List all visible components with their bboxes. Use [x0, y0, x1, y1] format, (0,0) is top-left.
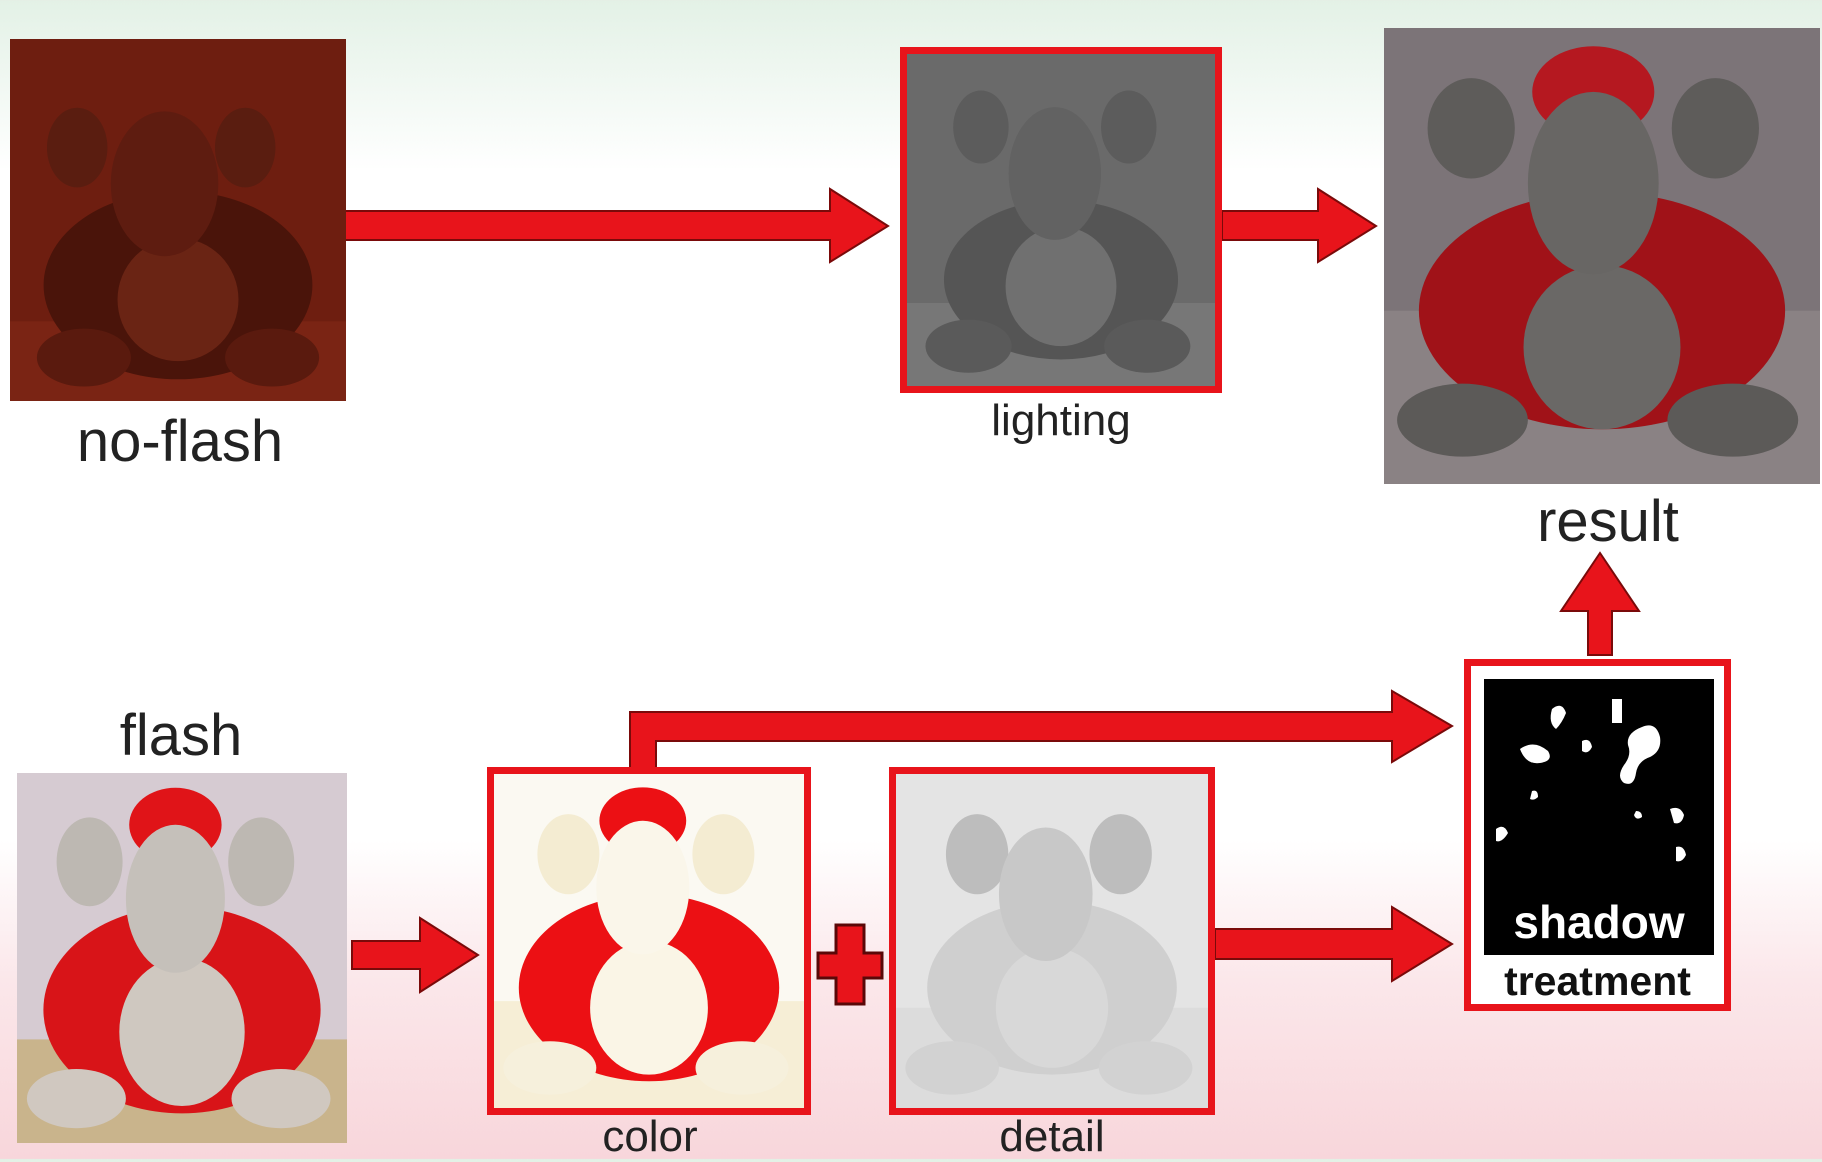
lighting-label: lighting	[991, 396, 1131, 445]
shadow-text: shadow	[1513, 896, 1685, 948]
color-photo	[487, 767, 811, 1115]
color-label: color	[602, 1112, 698, 1161]
flash-photo	[17, 773, 347, 1143]
shadow-blobs	[1496, 699, 1686, 862]
flash-label: flash	[119, 703, 243, 768]
arrow-flash-to-color	[351, 916, 480, 994]
no-flash-photo	[10, 39, 346, 401]
shadow-treatment-box: shadow treatment	[1464, 659, 1731, 1011]
plus-icon	[816, 923, 884, 1006]
arrow-detail-to-shadow	[1214, 905, 1454, 983]
lighting-photo	[900, 47, 1222, 393]
shadow-mask: shadow	[1484, 679, 1714, 955]
arrow-color-to-shadow	[629, 689, 1454, 773]
no-flash-label: no-flash	[76, 409, 284, 474]
arrow-shadow-to-result	[1559, 551, 1641, 656]
treatment-text: treatment	[1504, 958, 1691, 1004]
detail-label: detail	[999, 1112, 1105, 1161]
arrow-lighting-to-result	[1221, 187, 1378, 264]
arrow-noflash-to-lighting	[344, 187, 890, 264]
result-photo	[1384, 28, 1820, 484]
detail-photo	[889, 767, 1215, 1115]
result-label: result	[1537, 489, 1679, 554]
